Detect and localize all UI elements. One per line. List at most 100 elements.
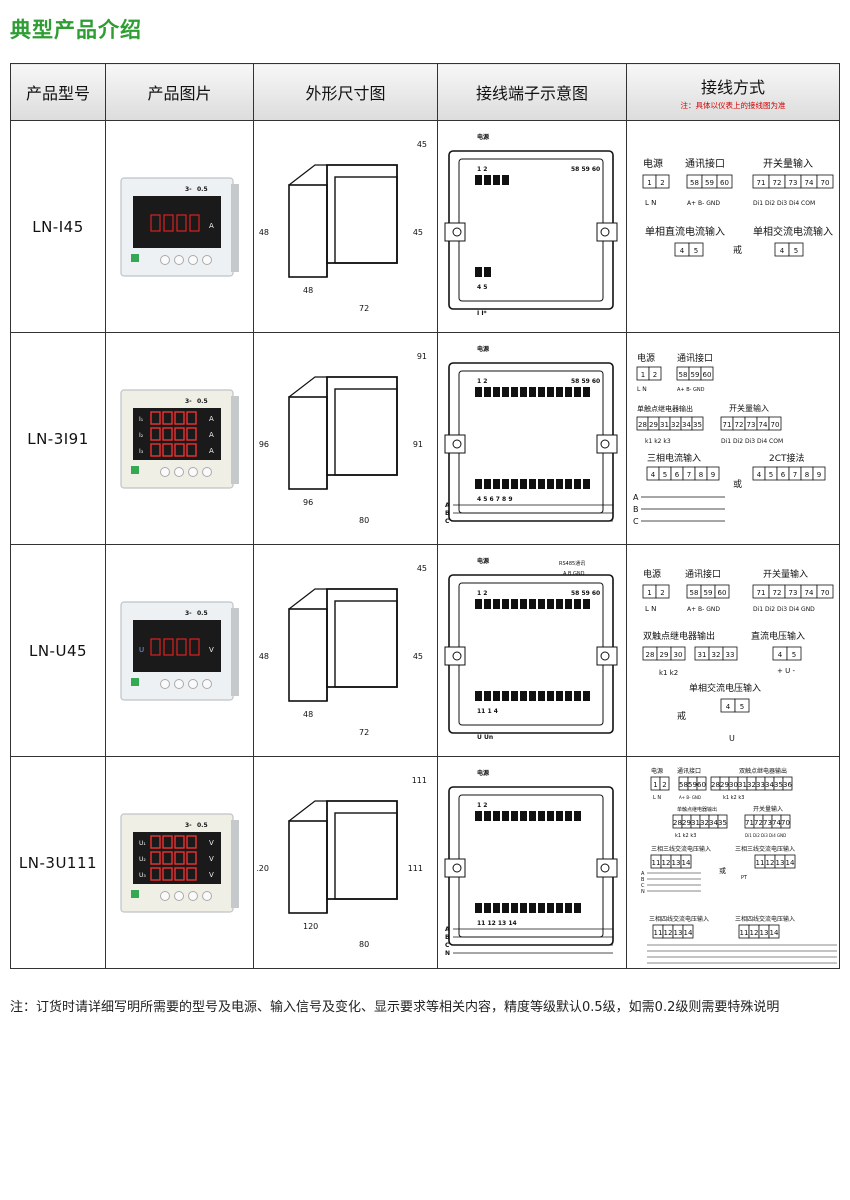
dc-terminal (688, 242, 704, 256)
power-labels: L N (637, 386, 647, 393)
led-digit (161, 426, 173, 441)
ac3-terminal (706, 466, 720, 480)
device-brand: 3- (185, 610, 192, 617)
power-labels: L N (653, 795, 661, 801)
unit-label: A (209, 447, 214, 455)
dimension-drawing (287, 375, 398, 490)
terminal-block (574, 478, 581, 489)
dim-side-height: 45 (412, 228, 422, 237)
or-text: 或 (719, 866, 726, 875)
v3b-terminal-label: 14 (786, 859, 795, 867)
relay2-terminal-label: 36 (783, 781, 792, 789)
power-title: 电源 (643, 157, 663, 170)
order-note: 注：订货时请详细写明所需要的型号及电源、输入信号及变化、显示要求等相关内容，精度… (10, 1000, 780, 1015)
relay1-terminal-label: 28 (673, 819, 682, 827)
dim-side-height: 111 (407, 864, 422, 873)
terminal-block (484, 598, 491, 609)
di-labels: Di1 Di2 Di3 Di4 COM (721, 438, 783, 445)
rs485-label: RS485通讯 (559, 560, 585, 567)
di-title: 开关量输入 (763, 157, 813, 170)
terminal-block (475, 690, 482, 701)
di-terminal-label: 71 (757, 179, 766, 187)
comm-labels: A B GND (563, 571, 585, 577)
dc-title: 单相直流电流输入 (645, 225, 725, 238)
comm-terminal-label: 60 (720, 179, 729, 187)
power-label: 电源 (477, 769, 489, 777)
ac-terminal-label: 5 (794, 247, 798, 255)
model-name: LN-3I91 (27, 429, 89, 448)
unit-label: V (209, 839, 214, 847)
power-terminal (655, 584, 670, 598)
power-terminal-label: 1 (653, 781, 657, 789)
terminal-block (538, 810, 545, 821)
comm-terminal (696, 776, 707, 790)
ct2-terminal-label: 6 (781, 471, 786, 479)
acv-title: 单相交流电压输入 (689, 682, 761, 694)
comm-title: 通讯接口 (685, 568, 721, 580)
terminal-block (556, 386, 563, 397)
terminal-block (565, 810, 572, 821)
relay-terminal-label: 35 (693, 421, 702, 429)
dcv-terminal-label: 5 (792, 651, 796, 659)
relay2-terminal-label: 30 (729, 781, 738, 789)
terminal-block (493, 810, 500, 821)
terminal-block (493, 902, 500, 913)
device-brand: 3- (185, 186, 192, 193)
di-terminal-label: 74 (759, 421, 768, 429)
comm-title: 通讯接口 (677, 767, 701, 775)
device-brand: 3- (185, 398, 192, 405)
led-digit (149, 866, 161, 881)
relay2-terminal-label: 33 (756, 781, 765, 789)
led-digit (162, 637, 174, 656)
relay2-terminal-label: 33 (726, 651, 735, 659)
device-photo-svg: 3-0.5A (119, 176, 239, 277)
ac-title: 单相交流电流输入 (753, 225, 833, 238)
di-terminal-label: 74 (805, 179, 814, 187)
device-class: 0.5 (197, 822, 208, 829)
comm-terminal-label: 59 (704, 589, 713, 597)
bottom-terminal-numbers: 4 5 (477, 284, 487, 291)
phase-line-label: A (445, 926, 450, 933)
phase-label: C (641, 883, 645, 889)
brand-logo (130, 253, 139, 262)
terminal-block (538, 386, 545, 397)
led-digit (173, 410, 185, 425)
phase-label: I₂ (139, 432, 144, 439)
pt-label: PT (741, 875, 748, 881)
comm-labels: A+ B- GND (687, 606, 720, 613)
di-terminal-label: 72 (773, 179, 782, 187)
dimension-drawing (287, 799, 398, 914)
ac3-terminal-label: 4 (651, 471, 656, 479)
led-digit (149, 410, 161, 425)
terminal-block (574, 386, 581, 397)
dim-side-width: 45 (416, 564, 426, 573)
phase-label: B (641, 877, 645, 883)
v3b-terminal (784, 854, 796, 868)
terminal-block (475, 598, 482, 609)
relay2-terminal-label: 29 (720, 781, 729, 789)
v3-terminal-label: 12 (662, 859, 671, 867)
terminal-block (502, 810, 509, 821)
di-terminal-label: 71 (745, 819, 754, 827)
terminal-block (565, 902, 572, 913)
di-labels: Di1 Di2 Di3 Di4 COM (753, 200, 815, 207)
v3-terminal-label: 11 (652, 859, 661, 867)
terminal-block (475, 386, 482, 397)
panel-button (173, 678, 184, 689)
ac3-title: 三相电流输入 (647, 452, 701, 464)
terminal-block (475, 266, 482, 277)
di-title: 开关量输入 (729, 403, 769, 413)
relay2-terminal (782, 776, 793, 790)
